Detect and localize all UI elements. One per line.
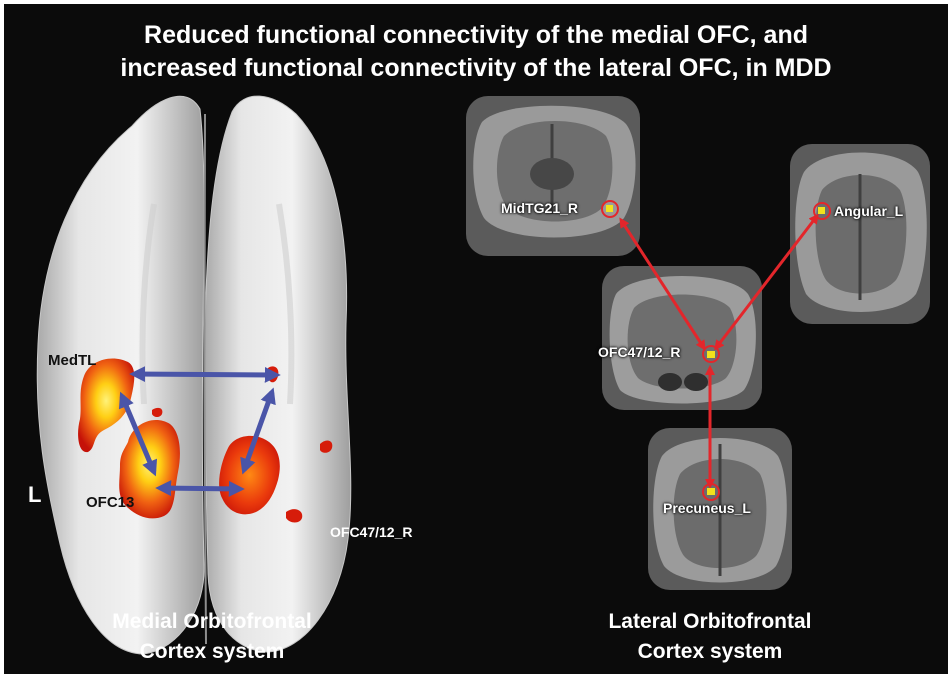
slice-midtg21 (466, 96, 640, 256)
label-ofc47-12-r-hub: OFC47/12_R (598, 344, 680, 360)
medial-connection-ofc13-right (160, 488, 240, 489)
hemisphere-left-marker: L (28, 482, 41, 508)
lateral-caption-line-1: Lateral Orbitofrontal (560, 608, 860, 636)
medial-caption-line-2: Cortex system (62, 638, 362, 666)
lateral-caption-line-2: Cortex system (560, 638, 860, 666)
label-angular-l: Angular_L (834, 203, 903, 219)
medial-system-graphic (4, 4, 948, 674)
label-medtl: MedTL (48, 352, 96, 369)
medial-connection-medtl-right (134, 374, 276, 375)
label-ofc13: OFC13 (86, 494, 134, 511)
medial-caption-line-1: Medial Orbitofrontal (62, 608, 362, 636)
label-precuneus-l: Precuneus_L (663, 500, 751, 516)
slice-angular (790, 144, 930, 324)
figure-panel: Reduced functional connectivity of the m… (4, 4, 948, 674)
label-ofc47-12-r-medial: OFC47/12_R (330, 524, 412, 540)
activation-right-small-2 (286, 509, 302, 522)
slice-hub (602, 266, 762, 410)
label-midtg21-r: MidTG21_R (501, 200, 578, 216)
